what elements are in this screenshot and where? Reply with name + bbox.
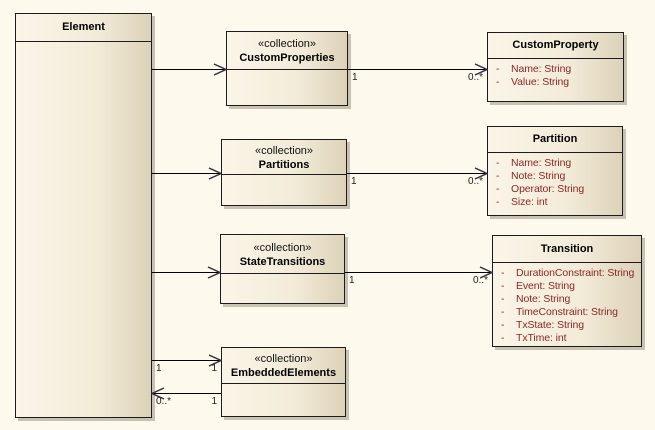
collection-header: «collection» CustomProperties xyxy=(227,32,347,70)
attribute-text: Operator: String xyxy=(511,183,585,195)
attribute-text: TimeConstraint: String xyxy=(516,306,618,318)
attribute-text: Name: String xyxy=(511,157,572,169)
connector-partitions-partition[interactable] xyxy=(347,173,487,174)
multiplicity-label: 0..* xyxy=(472,275,488,286)
visibility-marker: - xyxy=(496,76,500,88)
class-title: Partition xyxy=(488,127,622,153)
attribute-row: - Value: String xyxy=(488,76,623,89)
collection-box-partitions[interactable]: «collection» Partitions xyxy=(221,139,347,206)
class-box-element[interactable]: Element xyxy=(15,13,152,418)
open-arrowhead-icon xyxy=(208,167,222,180)
stereotype-label: «collection» xyxy=(257,38,317,50)
connector-statetransitions-transition[interactable] xyxy=(345,272,492,273)
collection-header: «collection» StateTransitions xyxy=(221,235,344,274)
connector-customproperties-customproperty[interactable] xyxy=(348,69,487,70)
attribute-text: Note: String xyxy=(516,293,571,305)
multiplicity-label: 0..* xyxy=(467,176,483,187)
connector-element-customproperties[interactable] xyxy=(152,69,226,70)
attribute-text: Name: String xyxy=(511,63,572,75)
attribute-row: - TxState: String xyxy=(493,319,641,332)
class-box-partition[interactable]: Partition - Name: String - Note: String … xyxy=(487,126,623,216)
attribute-row: - Size: int xyxy=(488,196,622,209)
stereotype-label: «collection» xyxy=(254,353,313,365)
attribute-text: Size: int xyxy=(511,196,548,208)
collection-header: «collection» EmbeddedElements xyxy=(222,348,345,384)
attribute-row: - TxTime: int xyxy=(493,332,641,345)
visibility-marker: - xyxy=(501,306,505,318)
attribute-row: - Note: String xyxy=(493,293,641,306)
attribute-row: - Operator: String xyxy=(488,183,622,196)
connector-element-embeddedelements[interactable] xyxy=(152,360,221,361)
visibility-marker: - xyxy=(496,170,500,182)
multiplicity-label: 1 xyxy=(351,176,357,187)
visibility-marker: - xyxy=(496,63,500,75)
open-arrowhead-icon xyxy=(474,63,488,76)
class-title: Element xyxy=(16,14,151,42)
attribute-row: - Note: String xyxy=(488,170,622,183)
visibility-marker: - xyxy=(501,293,505,305)
multiplicity-label: 1 xyxy=(211,396,217,407)
open-arrowhead-icon xyxy=(151,387,165,400)
class-title: Transition xyxy=(493,236,641,263)
stereotype-label: «collection» xyxy=(253,242,312,254)
class-title: CustomProperty xyxy=(488,33,623,59)
stereotype-label: «collection» xyxy=(254,145,314,157)
collection-name: CustomProperties xyxy=(239,52,335,64)
attribute-text: Value: String xyxy=(511,76,570,88)
collection-name: EmbeddedElements xyxy=(230,367,337,379)
multiplicity-label: 1 xyxy=(349,275,355,286)
visibility-marker: - xyxy=(496,157,500,169)
attribute-text: DurationConstraint: String xyxy=(516,267,635,279)
open-arrowhead-icon xyxy=(474,167,488,180)
attribute-text: Event: String xyxy=(516,280,575,292)
visibility-marker: - xyxy=(501,280,505,292)
visibility-marker: - xyxy=(501,319,505,331)
collection-name: Partitions xyxy=(258,159,310,171)
multiplicity-label: 0..* xyxy=(467,72,483,83)
connector-embeddedelements-element[interactable] xyxy=(152,393,221,394)
attributes-compartment: - Name: String - Note: String - Operator… xyxy=(488,153,622,209)
attributes-compartment: - Name: String - Value: String xyxy=(488,59,623,89)
multiplicity-label: 1 xyxy=(156,363,162,374)
attribute-row: - Name: String xyxy=(488,63,623,76)
collection-box-customproperties[interactable]: «collection» CustomProperties xyxy=(226,31,348,106)
class-box-customproperty[interactable]: CustomProperty - Name: String - Value: S… xyxy=(487,32,624,102)
multiplicity-label: 0..* xyxy=(156,396,172,407)
multiplicity-label: 1 xyxy=(211,363,217,374)
visibility-marker: - xyxy=(496,196,500,208)
attribute-row: - Name: String xyxy=(488,157,622,170)
visibility-marker: - xyxy=(501,267,505,279)
attribute-row: - Event: String xyxy=(493,280,641,293)
visibility-marker: - xyxy=(501,332,505,344)
attributes-compartment: - DurationConstraint: String - Event: St… xyxy=(493,263,641,345)
collection-box-statetransitions[interactable]: «collection» StateTransitions xyxy=(220,234,345,304)
open-arrowhead-icon xyxy=(213,63,227,76)
open-arrowhead-icon xyxy=(208,354,222,367)
open-arrowhead-icon xyxy=(479,266,493,279)
collection-header: «collection» Partitions xyxy=(222,140,346,175)
class-box-transition[interactable]: Transition - DurationConstraint: String … xyxy=(492,235,642,347)
connector-element-statetransitions[interactable] xyxy=(152,272,220,273)
attribute-text: Note: String xyxy=(511,170,566,182)
collection-name: StateTransitions xyxy=(239,256,326,268)
attribute-row: - DurationConstraint: String xyxy=(493,267,641,280)
open-arrowhead-icon xyxy=(207,266,221,279)
collection-box-embeddedelements[interactable]: «collection» EmbeddedElements xyxy=(221,347,346,417)
connector-element-partitions[interactable] xyxy=(152,173,221,174)
attribute-row: - TimeConstraint: String xyxy=(493,306,641,319)
visibility-marker: - xyxy=(496,183,500,195)
attribute-text: TxTime: int xyxy=(516,332,567,344)
multiplicity-label: 1 xyxy=(352,72,358,83)
attribute-text: TxState: String xyxy=(516,319,584,331)
